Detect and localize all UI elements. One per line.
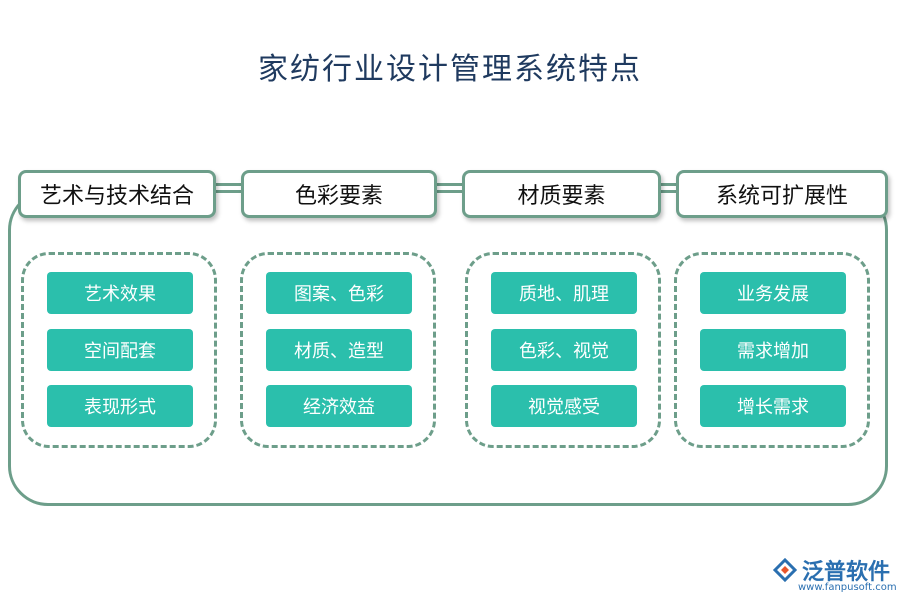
list-item: 图案、色彩 bbox=[266, 272, 412, 314]
brand-logo: 泛普软件 bbox=[772, 554, 890, 586]
list-item: 空间配套 bbox=[47, 329, 193, 371]
brand-url: www.fanpusoft.com bbox=[798, 582, 897, 593]
outer-frame bbox=[8, 190, 888, 506]
group-color: 图案、色彩 材质、造型 经济效益 bbox=[240, 252, 436, 448]
list-item: 视觉感受 bbox=[491, 385, 637, 427]
group-art-tech: 艺术效果 空间配套 表现形式 bbox=[21, 252, 217, 448]
list-item: 需求增加 bbox=[700, 329, 846, 371]
list-item: 色彩、视觉 bbox=[491, 329, 637, 371]
list-item: 经济效益 bbox=[266, 385, 412, 427]
page-title: 家纺行业设计管理系统特点 bbox=[258, 52, 642, 87]
column-header-scalability: 系统可扩展性 bbox=[676, 170, 888, 218]
fanpu-logo-icon bbox=[772, 557, 798, 583]
list-item: 表现形式 bbox=[47, 385, 193, 427]
header-connector bbox=[660, 183, 678, 186]
column-header-color: 色彩要素 bbox=[241, 170, 437, 218]
header-connector bbox=[215, 183, 243, 186]
column-header-art-tech: 艺术与技术结合 bbox=[18, 170, 216, 218]
list-item: 增长需求 bbox=[700, 385, 846, 427]
list-item: 艺术效果 bbox=[47, 272, 193, 314]
list-item: 材质、造型 bbox=[266, 329, 412, 371]
list-item: 业务发展 bbox=[700, 272, 846, 314]
brand-name: 泛普软件 bbox=[802, 560, 891, 585]
group-material: 质地、肌理 色彩、视觉 视觉感受 bbox=[465, 252, 661, 448]
column-header-material: 材质要素 bbox=[462, 170, 661, 218]
group-scalability: 业务发展 需求增加 增长需求 bbox=[674, 252, 870, 448]
header-connector bbox=[436, 183, 464, 186]
list-item: 质地、肌理 bbox=[491, 272, 637, 314]
